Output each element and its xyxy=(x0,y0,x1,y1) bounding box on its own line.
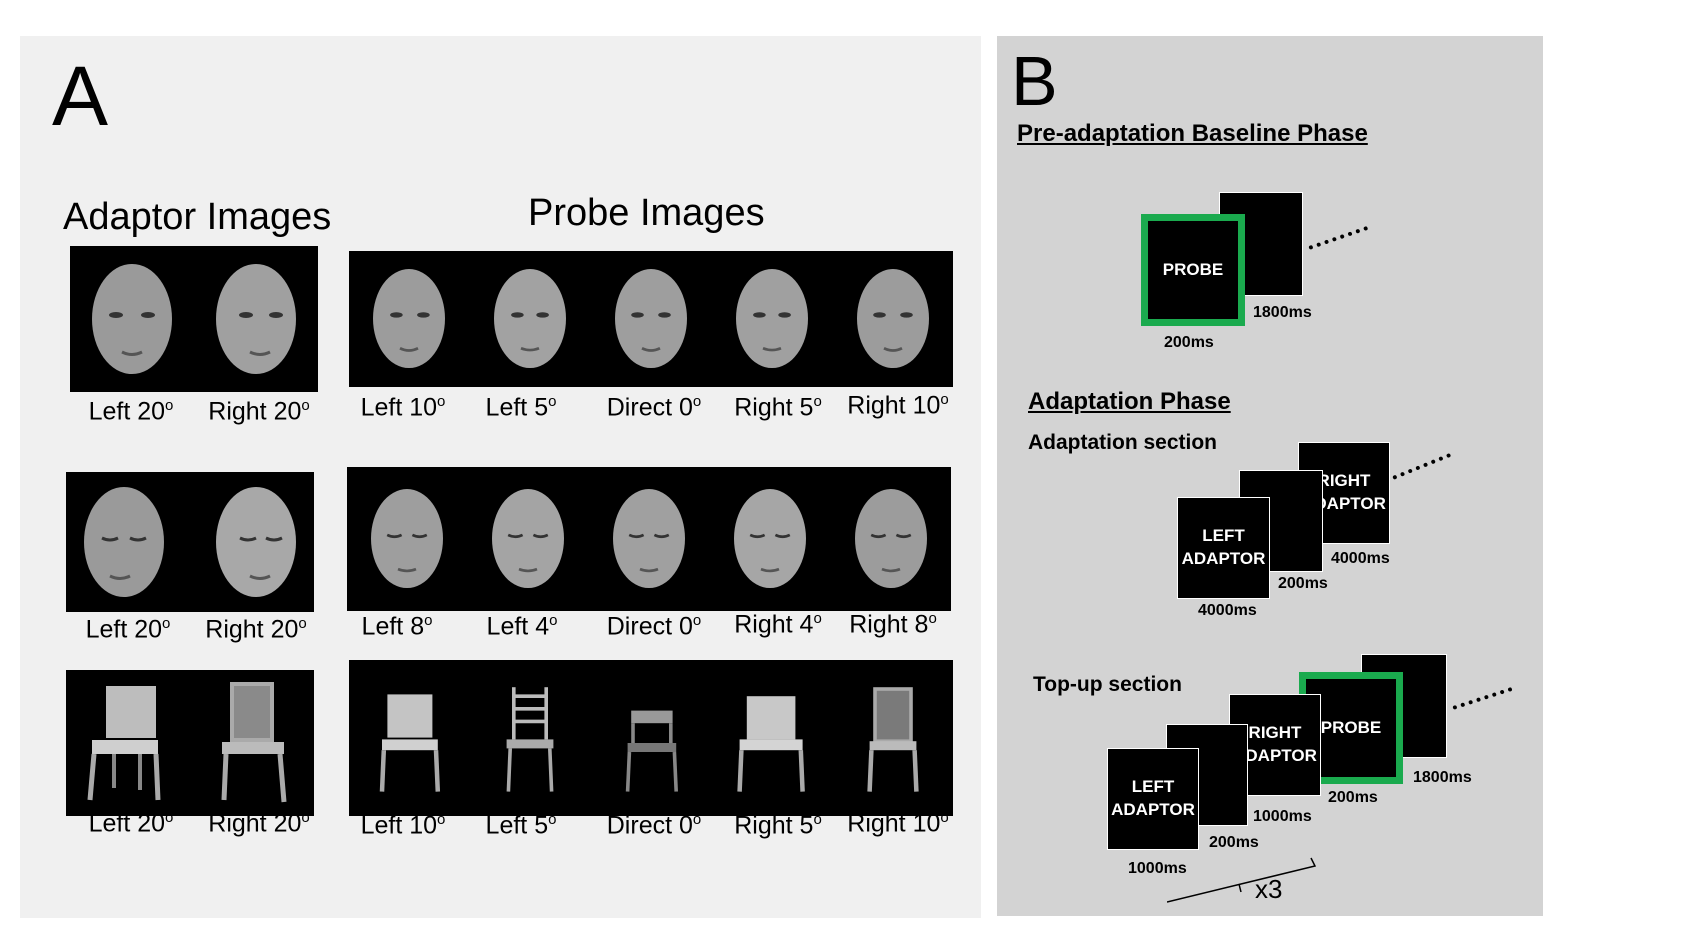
repeat-bracket xyxy=(1167,857,1317,903)
adaptor-caption: Right 20o xyxy=(208,397,310,426)
probe-caption: Direct 0o xyxy=(606,393,702,422)
adaptor-caption: Right 20o xyxy=(205,615,307,644)
probe-caption: Left 5o xyxy=(485,393,557,422)
face-image xyxy=(364,259,454,379)
panel-a-letter: A xyxy=(52,49,109,143)
continuation-dots xyxy=(1392,452,1452,480)
continuation-dots xyxy=(1452,686,1513,710)
adaptor-caption: Left 20o xyxy=(88,397,174,426)
adaptation-section-title: Adaptation section xyxy=(1028,431,1218,454)
duration-label: 200ms xyxy=(1164,334,1214,351)
panel-a: A Adaptor Images Probe Images Left 20o R… xyxy=(20,36,981,918)
probe-caption: Left 4o xyxy=(486,612,558,641)
probe-caption: Right 10o xyxy=(847,809,949,838)
duration-label: 1000ms xyxy=(1253,808,1312,825)
probe-strip-chairs xyxy=(349,660,953,816)
adaptation-phase-title: Adaptation Phase xyxy=(1028,388,1231,415)
probe-caption: Right 4o xyxy=(734,610,822,639)
continuation-dots xyxy=(1308,225,1369,250)
probe-caption: Left 10o xyxy=(360,393,446,422)
face-closed-eyes-image xyxy=(362,475,452,603)
chair-image xyxy=(364,671,454,806)
face-closed-eyes-image xyxy=(725,475,815,603)
duration-label: 200ms xyxy=(1328,789,1378,806)
probe-caption: Direct 0o xyxy=(606,612,702,641)
face-image xyxy=(206,257,306,382)
probe-images-title: Probe Images xyxy=(528,192,765,234)
chair-image xyxy=(606,671,696,806)
face-closed-eyes-image xyxy=(202,480,302,605)
probe-caption: Left 5o xyxy=(485,811,557,840)
face-image xyxy=(727,259,817,379)
adaptor-strip-faces-closed xyxy=(66,472,314,612)
probe-caption: Direct 0o xyxy=(606,811,702,840)
face-closed-eyes-image xyxy=(78,480,178,605)
adaptor-images-title: Adaptor Images xyxy=(63,196,332,238)
repeat-label: x3 xyxy=(1255,874,1283,904)
chair-image xyxy=(485,671,575,806)
face-image xyxy=(606,259,696,379)
face-image xyxy=(848,259,938,379)
chair-image xyxy=(202,678,302,808)
adaptor-caption: Right 20o xyxy=(208,809,310,838)
chair-image xyxy=(78,678,178,808)
duration-label: 1800ms xyxy=(1413,769,1472,786)
adaptor-strip-chairs xyxy=(66,670,314,816)
duration-label: 200ms xyxy=(1278,575,1328,592)
probe-caption: Right 5o xyxy=(734,393,822,422)
adaptor-caption: Left 20o xyxy=(88,809,174,838)
chair-image xyxy=(727,671,817,806)
face-closed-eyes-image xyxy=(483,475,573,603)
probe-caption: Right 8o xyxy=(849,610,937,639)
adaptor-caption: Left 20o xyxy=(85,615,171,644)
duration-label: 1800ms xyxy=(1253,304,1312,321)
adaptor-strip-faces-open xyxy=(70,246,318,392)
duration-label: 1000ms xyxy=(1128,860,1187,877)
probe-strip-faces-closed xyxy=(347,467,951,611)
probe-screen: PROBE xyxy=(1141,214,1245,326)
panel-b-letter: B xyxy=(1011,42,1058,120)
duration-label: 4000ms xyxy=(1198,602,1257,619)
probe-strip-faces-open xyxy=(349,251,953,387)
probe-caption: Left 8o xyxy=(361,612,433,641)
panel-b: B Pre-adaptation Baseline Phase PROBE 18… xyxy=(997,36,1543,916)
face-closed-eyes-image xyxy=(846,475,936,603)
baseline-phase-title: Pre-adaptation Baseline Phase xyxy=(1017,120,1368,147)
face-image xyxy=(485,259,575,379)
chair-image xyxy=(848,671,938,806)
probe-caption: Left 10o xyxy=(360,811,446,840)
duration-label: 200ms xyxy=(1209,834,1259,851)
probe-caption: Right 5o xyxy=(734,811,822,840)
face-image xyxy=(82,257,182,382)
face-closed-eyes-image xyxy=(604,475,694,603)
duration-label: 4000ms xyxy=(1331,550,1390,567)
probe-caption: Right 10o xyxy=(847,391,949,420)
topup-section-title: Top-up section xyxy=(1033,673,1182,696)
